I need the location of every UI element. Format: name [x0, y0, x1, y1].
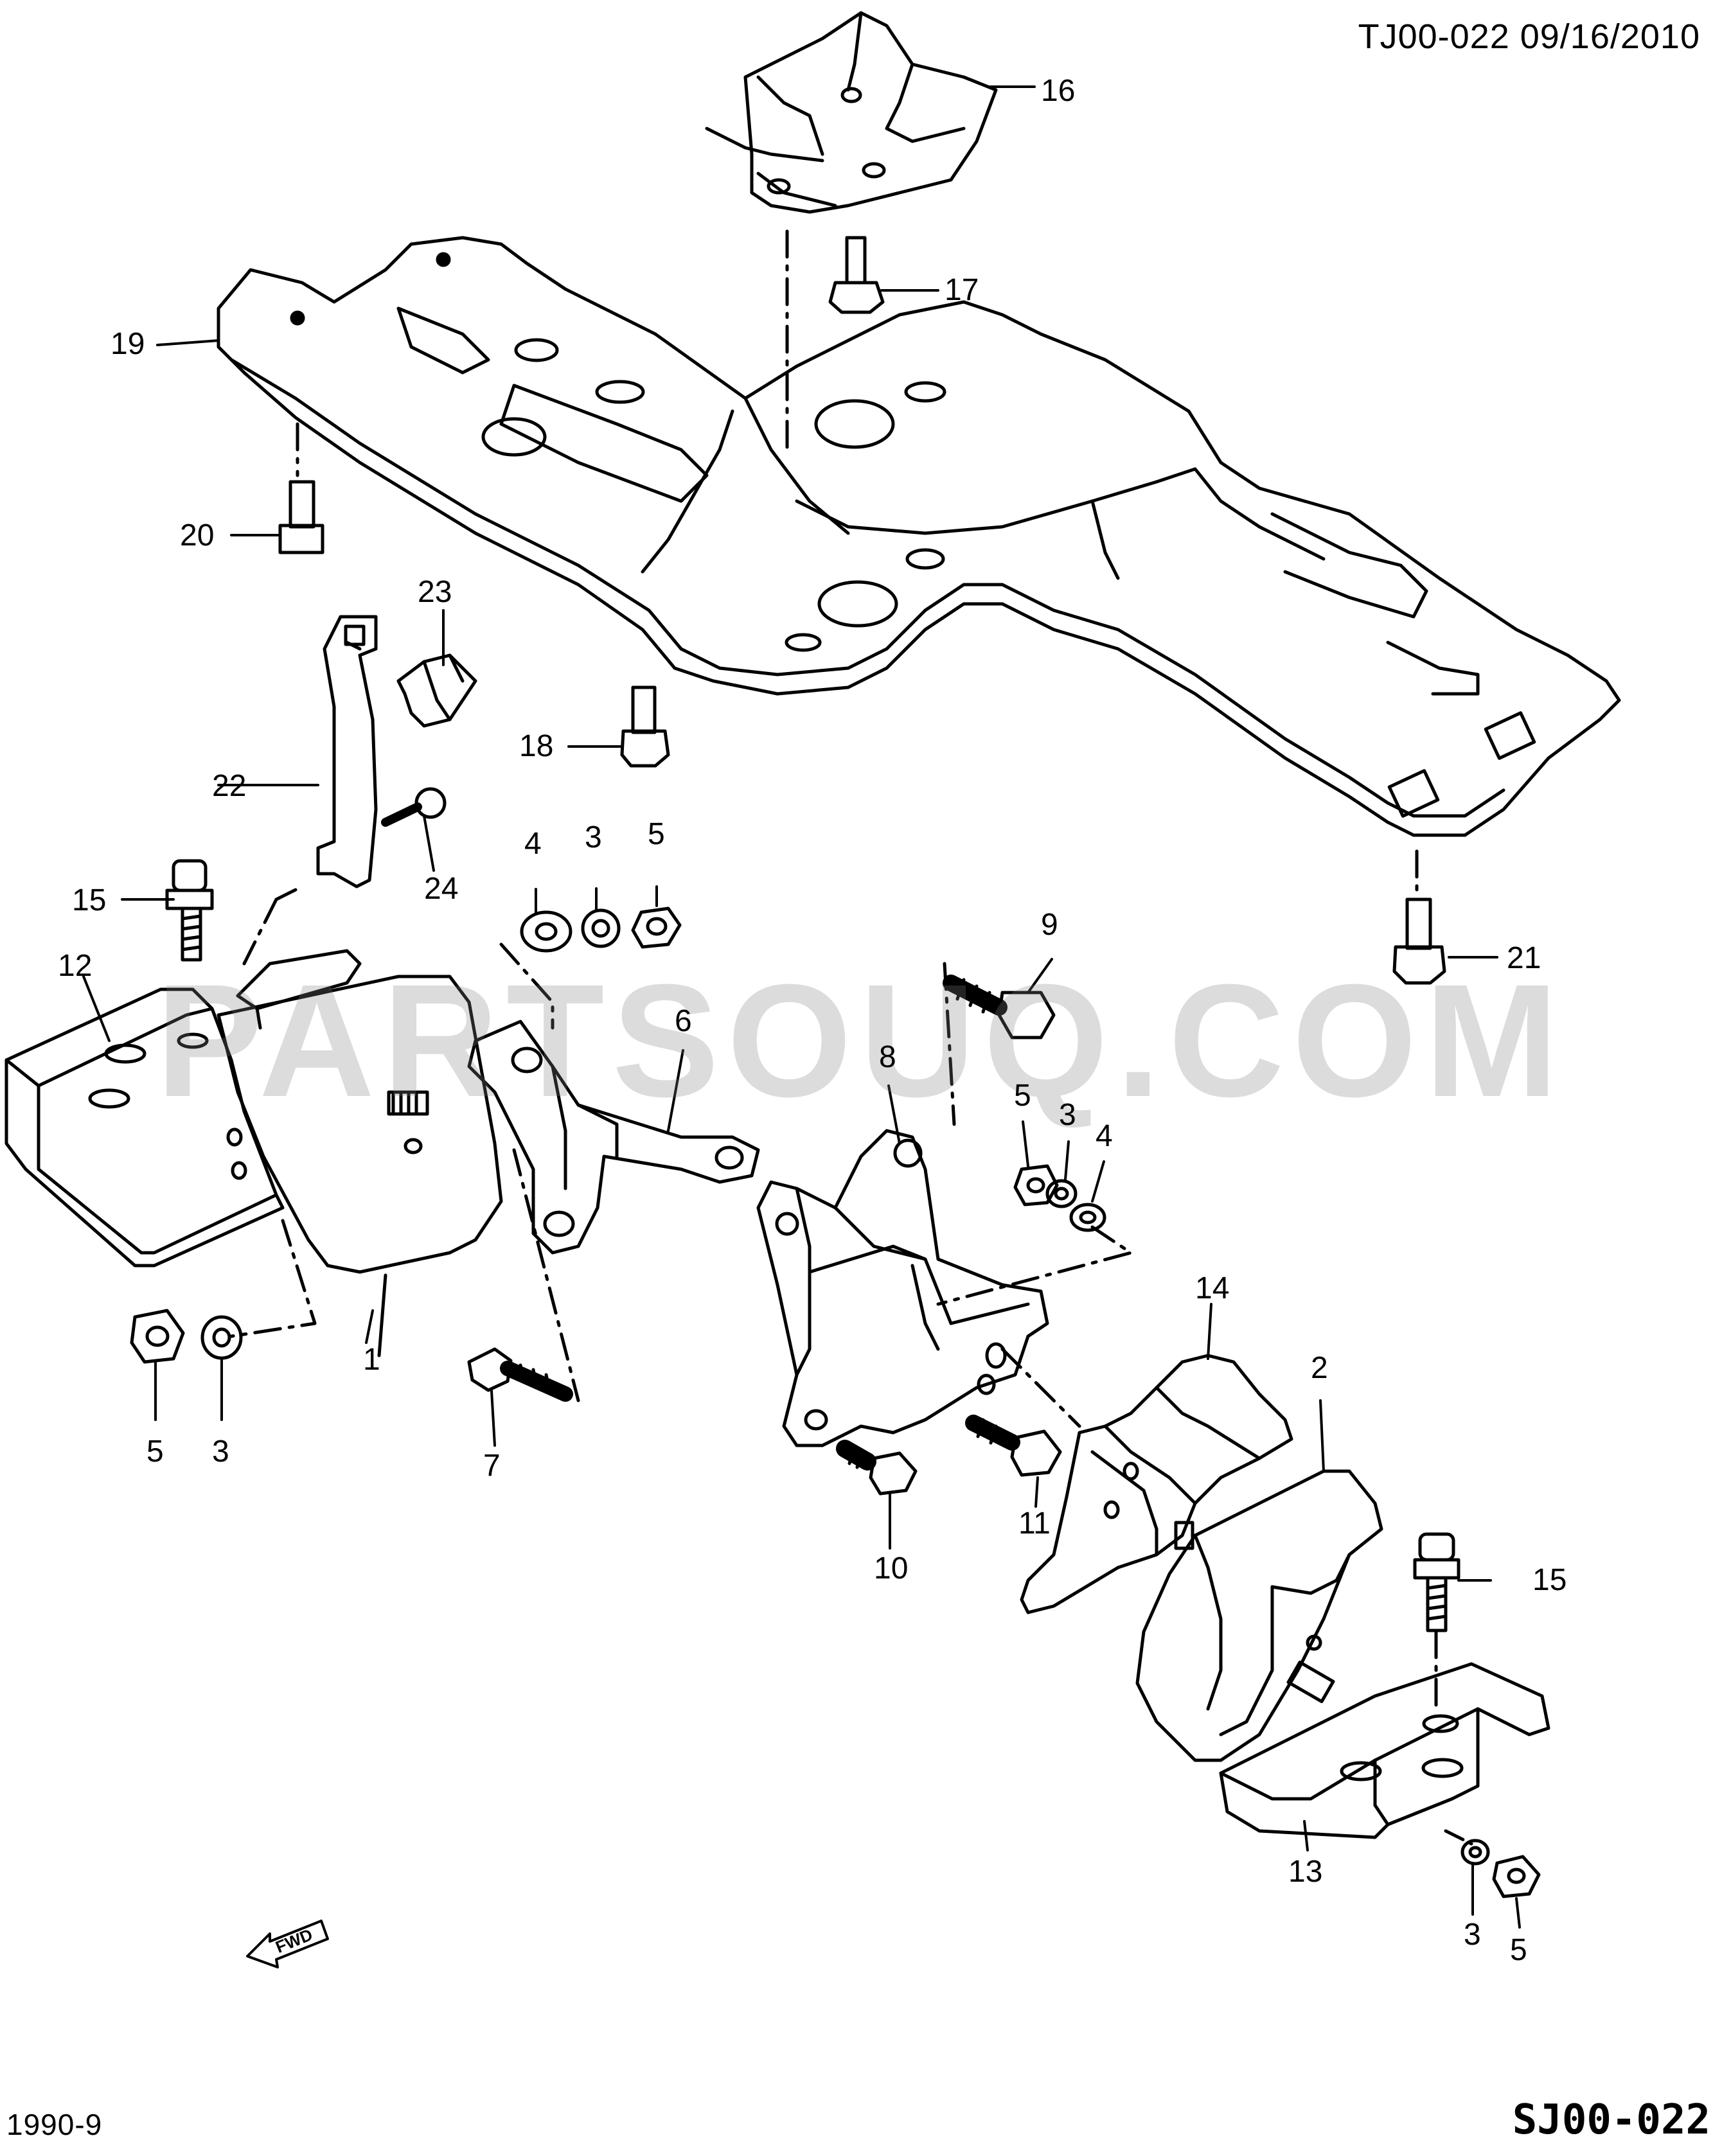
bolt-15-right [1413, 1532, 1460, 1632]
callout-8: 8 [879, 1040, 896, 1074]
callout-2: 2 [1311, 1351, 1328, 1385]
bolt-7 [467, 1148, 580, 1402]
callout-22: 22 [212, 769, 247, 803]
callout-4-upper: 4 [524, 827, 542, 861]
bolt-18 [620, 685, 670, 768]
callout-5-mid: 5 [1014, 1079, 1031, 1113]
callout-3-mid: 3 [1059, 1098, 1076, 1132]
callout-15-right: 15 [1532, 1563, 1567, 1597]
diagram-code-date: TJ00-022 09/16/2010 [1358, 17, 1700, 56]
bracket-22 [316, 615, 378, 888]
mount-cushion-1 [217, 949, 503, 1274]
callout-12: 12 [58, 949, 93, 983]
footer-left-code: 1990-9 [6, 2108, 103, 2141]
bracket-14 [1020, 1354, 1293, 1614]
watermark: PARTSOUQ.COM [155, 951, 1567, 1130]
plate-13 [1219, 1630, 1550, 1839]
callout-3-lower-left: 3 [212, 1435, 229, 1469]
callout-4-mid: 4 [1096, 1119, 1113, 1153]
bolt-21 [1392, 849, 1446, 985]
callout-7: 7 [483, 1449, 501, 1483]
callout-11: 11 [1018, 1507, 1051, 1541]
bolt-20 [278, 422, 324, 554]
washers-lower-right [1444, 1829, 1541, 1898]
callout-17: 17 [945, 273, 979, 307]
callout-14: 14 [1195, 1271, 1230, 1305]
bolt-24 [381, 787, 447, 827]
callout-3-upper: 3 [585, 820, 602, 854]
bracket-8 [756, 1129, 1081, 1447]
bracket-6 [467, 942, 760, 1255]
callout-9: 9 [1041, 908, 1058, 942]
mount-cushion-2 [1135, 1469, 1383, 1762]
callout-20: 20 [180, 518, 215, 552]
callout-23: 23 [418, 575, 452, 609]
callout-5-upper: 5 [648, 817, 665, 851]
bolt-17 [828, 236, 885, 314]
washers-upper [520, 906, 682, 953]
callout-18: 18 [519, 729, 554, 763]
callout-leaders [82, 85, 1521, 1929]
bolt-15-left [165, 859, 214, 962]
bolt-10 [836, 1440, 918, 1496]
mount-16 [705, 11, 998, 214]
callout-16: 16 [1041, 74, 1076, 108]
clip-23 [396, 653, 477, 728]
callout-1: 1 [363, 1343, 380, 1377]
callout-21: 21 [1507, 941, 1541, 975]
leader-lines-left [229, 888, 387, 1357]
washers-lower-left [130, 1309, 243, 1364]
crossmember-19 [217, 236, 1621, 837]
callout-6: 6 [675, 1004, 692, 1038]
washers-mid-right [936, 1164, 1133, 1306]
callout-10: 10 [874, 1551, 909, 1586]
callout-3-lower-right: 3 [1464, 1918, 1481, 1952]
fwd-arrow-icon [246, 1920, 329, 1968]
bolt-11 [965, 1415, 1062, 1477]
callout-13: 13 [1288, 1855, 1323, 1889]
callout-24: 24 [424, 872, 459, 906]
callout-15-left: 15 [72, 883, 107, 917]
callout-5-lower-left: 5 [146, 1435, 164, 1469]
callout-5-lower-right: 5 [1510, 1933, 1527, 1967]
footer-right-code: SJ00-022 [1512, 2096, 1710, 2144]
callout-19: 19 [111, 327, 145, 361]
bolt-9 [943, 962, 1056, 1126]
